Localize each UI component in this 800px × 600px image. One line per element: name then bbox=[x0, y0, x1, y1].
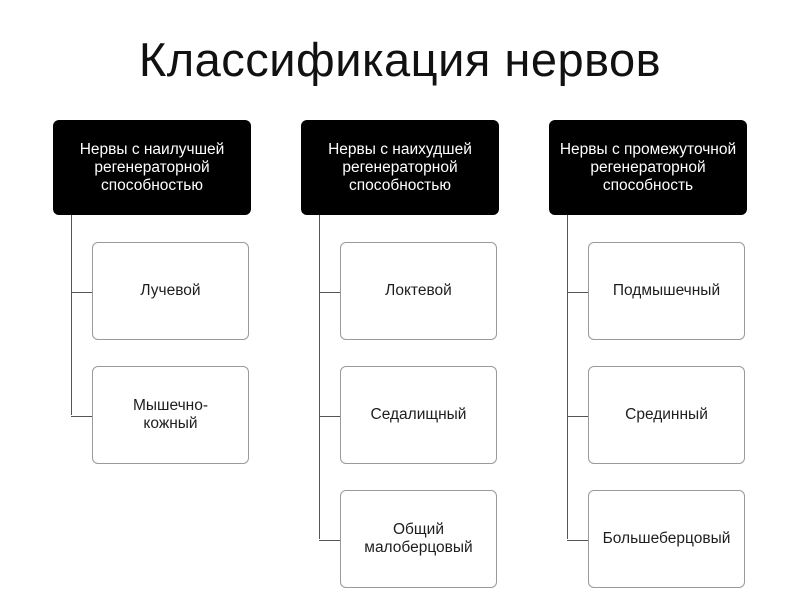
connector-line bbox=[71, 215, 72, 415]
branch-line bbox=[71, 416, 93, 417]
nerve-box-tibial: Большеберцовый bbox=[588, 490, 745, 588]
group-header: Нервы с наихудшей регенераторной способн… bbox=[301, 120, 499, 215]
branch-line bbox=[319, 292, 341, 293]
nerve-box-axillary: Подмышечный bbox=[588, 242, 745, 340]
nerve-box-ulnar: Локтевой bbox=[340, 242, 497, 340]
connector-line bbox=[567, 215, 568, 539]
branch-line bbox=[567, 416, 589, 417]
group-header: Нервы с наилучшей регенераторной способн… bbox=[53, 120, 251, 215]
group-header: Нервы с промежуточной регенераторной спо… bbox=[549, 120, 747, 215]
branch-line bbox=[319, 540, 341, 541]
nerve-box-common-peroneal: Общий малоберцовый bbox=[340, 490, 497, 588]
branch-line bbox=[71, 292, 93, 293]
branch-line bbox=[567, 540, 589, 541]
nerve-box-musculocutaneous: Мышечно- кожный bbox=[92, 366, 249, 464]
nerve-box-median: Срединный bbox=[588, 366, 745, 464]
branch-line bbox=[319, 416, 341, 417]
branch-line bbox=[567, 292, 589, 293]
nerve-box-sciatic: Седалищный bbox=[340, 366, 497, 464]
nerve-box-radial: Лучевой bbox=[92, 242, 249, 340]
page-title: Классификация нервов bbox=[138, 33, 662, 86]
connector-line bbox=[319, 215, 320, 539]
